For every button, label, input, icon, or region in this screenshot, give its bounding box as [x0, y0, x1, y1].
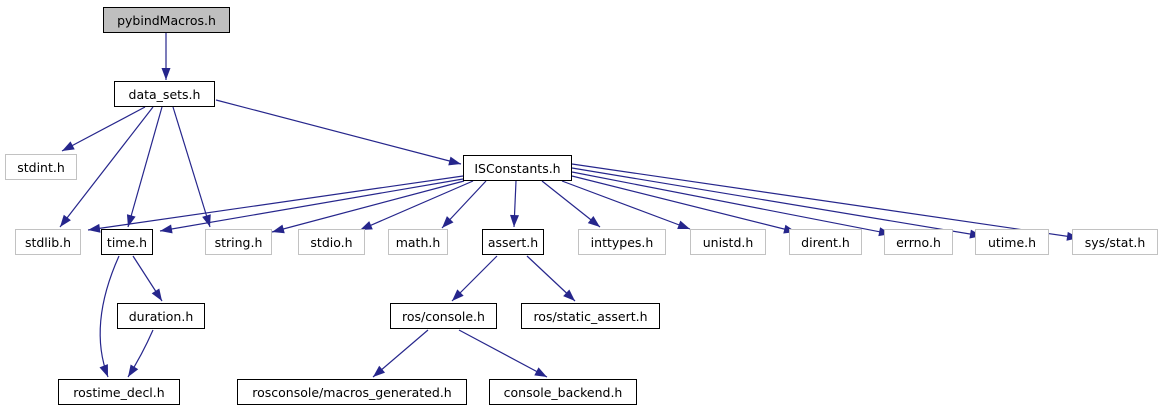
arrowhead-icon: [442, 216, 454, 228]
graph-node-dirent-h: dirent.h: [789, 229, 862, 255]
edge-pybindmacros-h-to-data-sets-h: [161, 33, 171, 80]
arrowhead-icon: [534, 367, 547, 377]
arrowhead-icon: [677, 220, 690, 229]
edge-isconstants-h-to-unistd-h: [561, 180, 691, 230]
arrowhead-icon: [60, 214, 71, 227]
graph-node-label: stdint.h: [17, 159, 65, 175]
graph-node-label: sys/stat.h: [1084, 234, 1146, 250]
graph-node-data-sets-h[interactable]: data_sets.h: [114, 81, 215, 107]
edge-time-h-to-rostime-decl-h: [99, 255, 120, 378]
edge-isconstants-h-to-inttypes-h: [541, 180, 601, 228]
edge-isconstants-h-to-time-h: [159, 178, 464, 234]
graph-node-label: math.h: [395, 234, 441, 250]
edge-isconstants-h-to-math-h: [441, 180, 487, 229]
graph-node-duration-h[interactable]: duration.h: [117, 303, 205, 329]
graph-node-label: rostime_decl.h: [73, 384, 165, 400]
graph-node-label: pybindMacros.h: [117, 12, 216, 28]
edge-ros-console-h-to-console-backend-h: [458, 329, 548, 378]
graph-node-label: utime.h: [987, 234, 1037, 250]
graph-node-sys-stat-h: sys/stat.h: [1072, 229, 1158, 255]
edge-data-sets-h-to-string-h: [172, 106, 211, 228]
edge-isconstants-h-to-assert-h: [510, 180, 520, 228]
arrowhead-icon: [448, 156, 461, 166]
arrowhead-icon: [151, 288, 162, 301]
graph-node-inttypes-h: inttypes.h: [578, 229, 666, 255]
graph-node-console-backend-h[interactable]: console_backend.h: [489, 379, 637, 405]
arrowhead-icon: [272, 224, 285, 234]
graph-node-label: ros/console.h: [402, 308, 485, 324]
graph-node-label: duration.h: [128, 308, 194, 324]
edge-isconstants-h-to-stdio-h: [359, 180, 474, 231]
edge-assert-h-to-ros-console-h: [451, 255, 498, 302]
graph-node-label: unistd.h: [702, 234, 754, 250]
graph-node-label: ISConstants.h: [474, 160, 561, 176]
arrowhead-icon: [510, 214, 520, 227]
graph-node-isconstants-h[interactable]: ISConstants.h: [463, 155, 572, 181]
graph-node-math-h: math.h: [388, 229, 448, 255]
graph-node-label: data_sets.h: [128, 86, 201, 102]
graph-node-label: dirent.h: [801, 234, 850, 250]
graph-node-ros-static-assert-h[interactable]: ros/static_assert.h: [521, 303, 660, 329]
graph-node-label: errno.h: [896, 234, 941, 250]
arrowhead-icon: [373, 365, 386, 377]
graph-node-unistd-h: unistd.h: [690, 229, 766, 255]
edge-time-h-to-duration-h: [132, 255, 163, 302]
graph-node-time-h[interactable]: time.h: [101, 229, 153, 255]
arrowhead-icon: [587, 216, 600, 227]
graph-node-ros-console-h[interactable]: ros/console.h: [390, 303, 497, 329]
arrowhead-icon: [161, 68, 171, 80]
graph-node-label: ros/static_assert.h: [533, 308, 648, 324]
arrowhead-icon: [360, 221, 373, 230]
graph-node-label: rosconsole/macros_generated.h: [252, 384, 452, 400]
arrowhead-icon: [99, 364, 108, 377]
graph-node-stdint-h: stdint.h: [5, 154, 77, 180]
graph-node-stdio-h: stdio.h: [298, 229, 365, 255]
arrowhead-icon: [62, 141, 75, 151]
arrowhead-icon: [452, 289, 464, 301]
graph-node-stdlib-h: stdlib.h: [15, 229, 81, 255]
graph-node-assert-h[interactable]: assert.h: [482, 229, 544, 255]
arrowhead-icon: [88, 223, 101, 233]
graph-node-rosconsole-macros-generated-h[interactable]: rosconsole/macros_generated.h: [237, 379, 467, 405]
graph-node-label: assert.h: [487, 234, 539, 250]
arrowhead-icon: [128, 364, 139, 377]
graph-node-errno-h: errno.h: [884, 229, 953, 255]
graph-node-string-h: string.h: [205, 229, 272, 255]
edge-data-sets-h-to-time-h: [126, 106, 163, 228]
graph-node-label: stdlib.h: [24, 234, 72, 250]
graph-node-utime-h: utime.h: [975, 229, 1049, 255]
edge-ros-console-h-to-rosconsole-macros-generated-h: [372, 329, 429, 378]
graph-node-rostime-decl-h[interactable]: rostime_decl.h: [58, 379, 180, 405]
graph-node-label: inttypes.h: [590, 234, 654, 250]
edge-data-sets-h-to-stdlib-h: [59, 106, 154, 228]
graph-node-label: console_backend.h: [503, 384, 623, 400]
arrowhead-icon: [160, 224, 173, 234]
graph-node-label: string.h: [214, 234, 263, 250]
edge-duration-h-to-rostime-decl-h: [127, 329, 154, 378]
edge-data-sets-h-to-stdint-h: [61, 106, 146, 152]
arrowhead-icon: [563, 289, 575, 301]
edge-data-sets-h-to-isconstants-h: [215, 99, 462, 166]
arrowhead-icon: [202, 214, 211, 227]
graph-node-pybindmacros-h: pybindMacros.h: [103, 7, 230, 33]
edge-assert-h-to-ros-static-assert-h: [526, 255, 576, 302]
edge-isconstants-h-to-stdlib-h: [87, 175, 464, 233]
graph-node-label: stdio.h: [310, 234, 353, 250]
arrowhead-icon: [126, 214, 136, 227]
edge-isconstants-h-to-utime-h: [571, 167, 983, 239]
graph-node-label: time.h: [106, 234, 148, 250]
edge-isconstants-h-to-string-h: [271, 180, 465, 234]
